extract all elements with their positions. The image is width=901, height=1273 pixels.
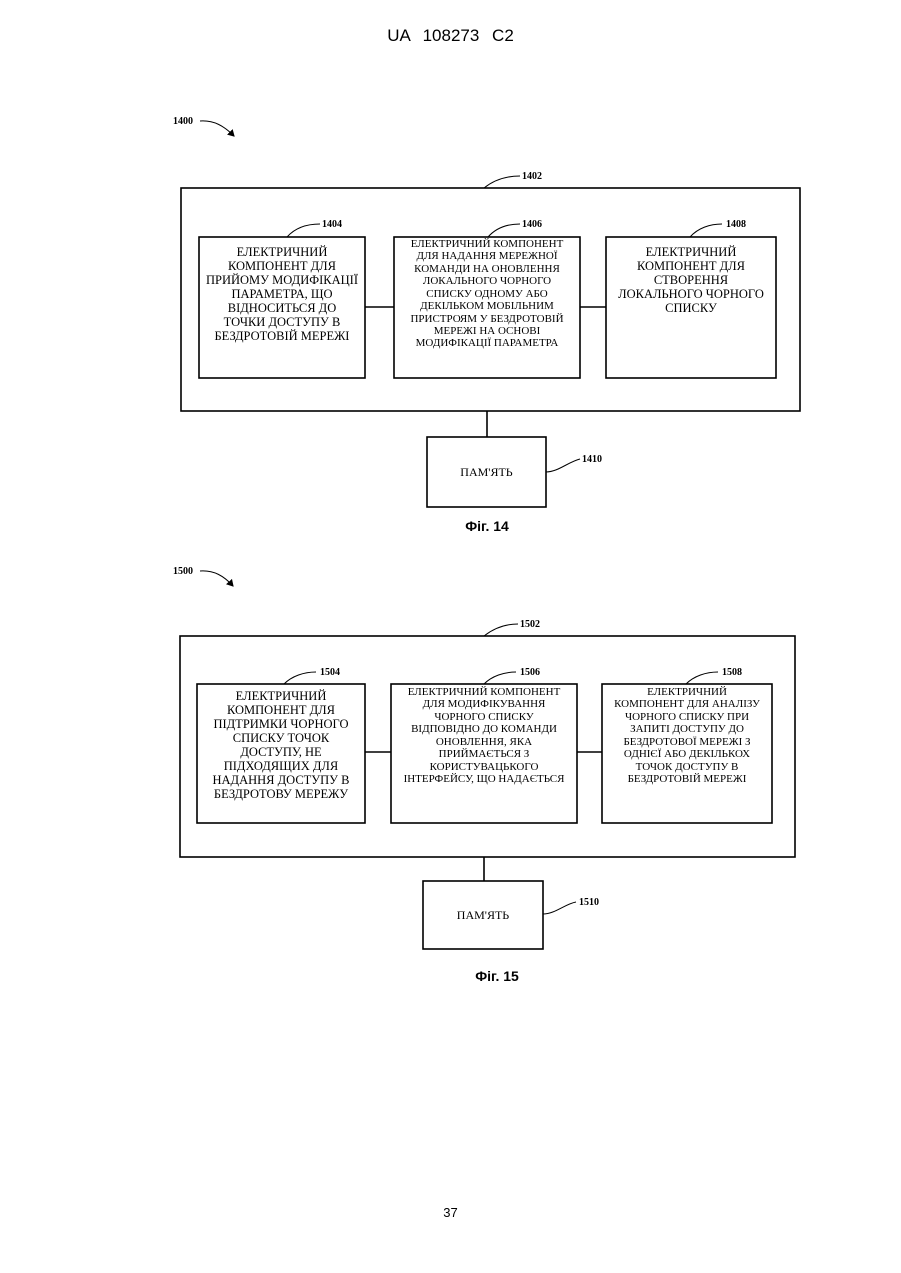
fig15-leader-1504 (284, 672, 316, 684)
fig15-ref-arrow (200, 571, 233, 586)
fig15-ref-1504: 1504 (320, 667, 340, 678)
fig15-component-1506-text: ЕЛЕКТРИЧНИЙ КОМПОНЕНТ ДЛЯ МОДИФІКУВАННЯ … (392, 686, 576, 821)
fig15-ref-1510: 1510 (579, 897, 599, 908)
fig14-leader-1406 (488, 224, 520, 237)
fig15-leader-1506 (484, 672, 516, 684)
fig14-ref-arrow (200, 121, 234, 136)
fig14-component-1406-text: ЕЛЕКТРИЧНИЙ КОМПОНЕНТ ДЛЯ НАДАННЯ МЕРЕЖН… (395, 238, 579, 376)
fig14-outer-leader (484, 176, 520, 188)
fig15-leader-1508 (686, 672, 718, 684)
fig15-ref-label: 1500 (173, 566, 193, 577)
fig14-ref-1406: 1406 (522, 219, 542, 230)
fig15-outer-ref: 1502 (520, 619, 540, 630)
fig15-memory-label: ПАМ'ЯТЬ (423, 881, 543, 949)
fig14-leader-1408 (690, 224, 722, 237)
fig14-ref-1410: 1410 (582, 454, 602, 465)
fig15-ref-1506: 1506 (520, 667, 540, 678)
fig15-component-1504-text: ЕЛЕКТРИЧНИЙ КОМПОНЕНТ ДЛЯ ПІДТРИМКИ ЧОРН… (198, 689, 364, 821)
fig15-ref-1508: 1508 (722, 667, 742, 678)
page-number: 37 (0, 1205, 901, 1220)
fig15-component-1508-text: ЕЛЕКТРИЧНИЙ КОМПОНЕНТ ДЛЯ АНАЛІЗУ ЧОРНОГ… (603, 686, 771, 821)
fig15-leader-1510 (543, 902, 576, 914)
fig14-ref-1404: 1404 (322, 219, 342, 230)
fig14-component-1404-text: ЕЛЕКТРИЧНИЙ КОМПОНЕНТ ДЛЯ ПРИЙОМУ МОДИФІ… (200, 245, 364, 375)
fig14-caption: Фіг. 14 (465, 518, 509, 534)
fig14-ref-1408: 1408 (726, 219, 746, 230)
fig15-outer-leader (484, 624, 518, 636)
fig14-memory-label: ПАМ'ЯТЬ (427, 437, 546, 507)
fig14-leader-1404 (287, 224, 320, 237)
fig14-ref-label: 1400 (173, 116, 193, 127)
fig14-component-1408-text: ЕЛЕКТРИЧНИЙ КОМПОНЕНТ ДЛЯ СТВОРЕННЯ ЛОКА… (607, 245, 775, 375)
fig14-leader-1410 (546, 459, 580, 472)
fig15-caption: Фіг. 15 (475, 968, 519, 984)
fig14-outer-ref: 1402 (522, 171, 542, 182)
